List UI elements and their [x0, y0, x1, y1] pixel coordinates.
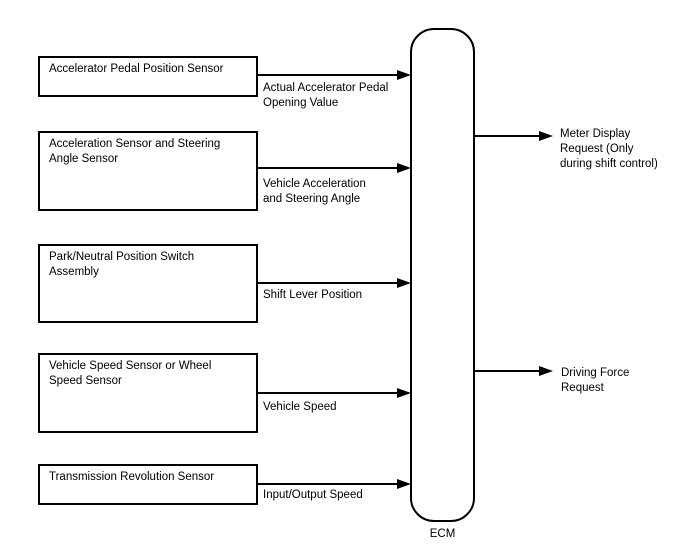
output-arrow-line-1 [474, 135, 540, 137]
input-arrow-line-5 [258, 483, 398, 485]
input-box-park-neutral-position-switch-assembly: Park/Neutral Position Switch Assembly [38, 244, 258, 323]
arrowhead-right-icon [539, 131, 553, 141]
output-signal-label-driving-force-request: Driving Force Request [561, 367, 630, 394]
input-box-acceleration-and-steering-angle-sensor: Acceleration Sensor and Steering Angle S… [38, 131, 258, 211]
input-box-vehicle-speed-sensor: Vehicle Speed Sensor or Wheel Speed Sens… [38, 353, 258, 433]
input-signal-label-actual-accelerator-pedal-opening-value: Actual Accelerator Pedal Opening Value [263, 82, 389, 109]
input-box-transmission-revolution-sensor: Transmission Revolution Sensor [38, 464, 258, 505]
ecm-label: ECM [429, 528, 456, 540]
arrowhead-right-icon [397, 70, 411, 80]
input-box-accelerator-pedal-position-sensor: Accelerator Pedal Position Sensor [38, 56, 258, 97]
output-arrow-line-2 [474, 370, 540, 372]
input-signal-label-input-output-speed: Input/Output Speed [263, 489, 363, 501]
arrowhead-right-icon [397, 388, 411, 398]
arrowhead-right-icon [397, 479, 411, 489]
input-arrow-line-2 [258, 167, 398, 169]
input-arrow-line-1 [258, 74, 398, 76]
ecm-block [410, 28, 475, 522]
arrowhead-right-icon [397, 278, 411, 288]
input-signal-label-vehicle-speed: Vehicle Speed [263, 401, 337, 413]
input-arrow-line-4 [258, 392, 398, 394]
arrowhead-right-icon [539, 366, 553, 376]
output-signal-label-meter-display-request: Meter Display Request (Only during shift… [560, 128, 658, 170]
arrowhead-right-icon [397, 163, 411, 173]
input-arrow-line-3 [258, 282, 398, 284]
input-signal-label-shift-lever-position: Shift Lever Position [263, 289, 363, 301]
input-signal-label-vehicle-acceleration-and-steering-angle: Vehicle Acceleration and Steering Angle [263, 178, 366, 205]
